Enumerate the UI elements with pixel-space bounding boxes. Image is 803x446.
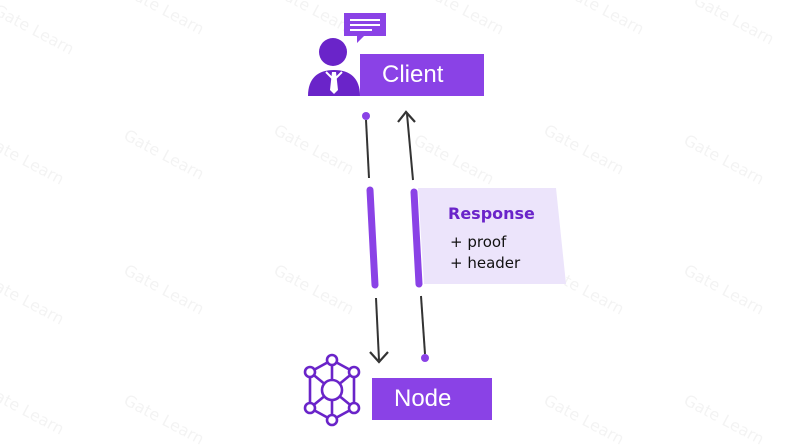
chat-bubble-icon [344,13,386,43]
client-label: Client [360,54,484,96]
node-label-text: Node [394,385,452,412]
user-icon [308,38,360,96]
client-label-text: Client [382,61,444,88]
node-label: Node [372,378,492,420]
request-arrow [362,112,389,364]
response-item-header: + header [450,254,521,272]
network-node-icon [303,353,361,427]
response-item-proof: + proof [450,233,507,251]
response-arrow [397,110,429,362]
response-title: Response [448,204,535,223]
response-panel [418,188,566,284]
